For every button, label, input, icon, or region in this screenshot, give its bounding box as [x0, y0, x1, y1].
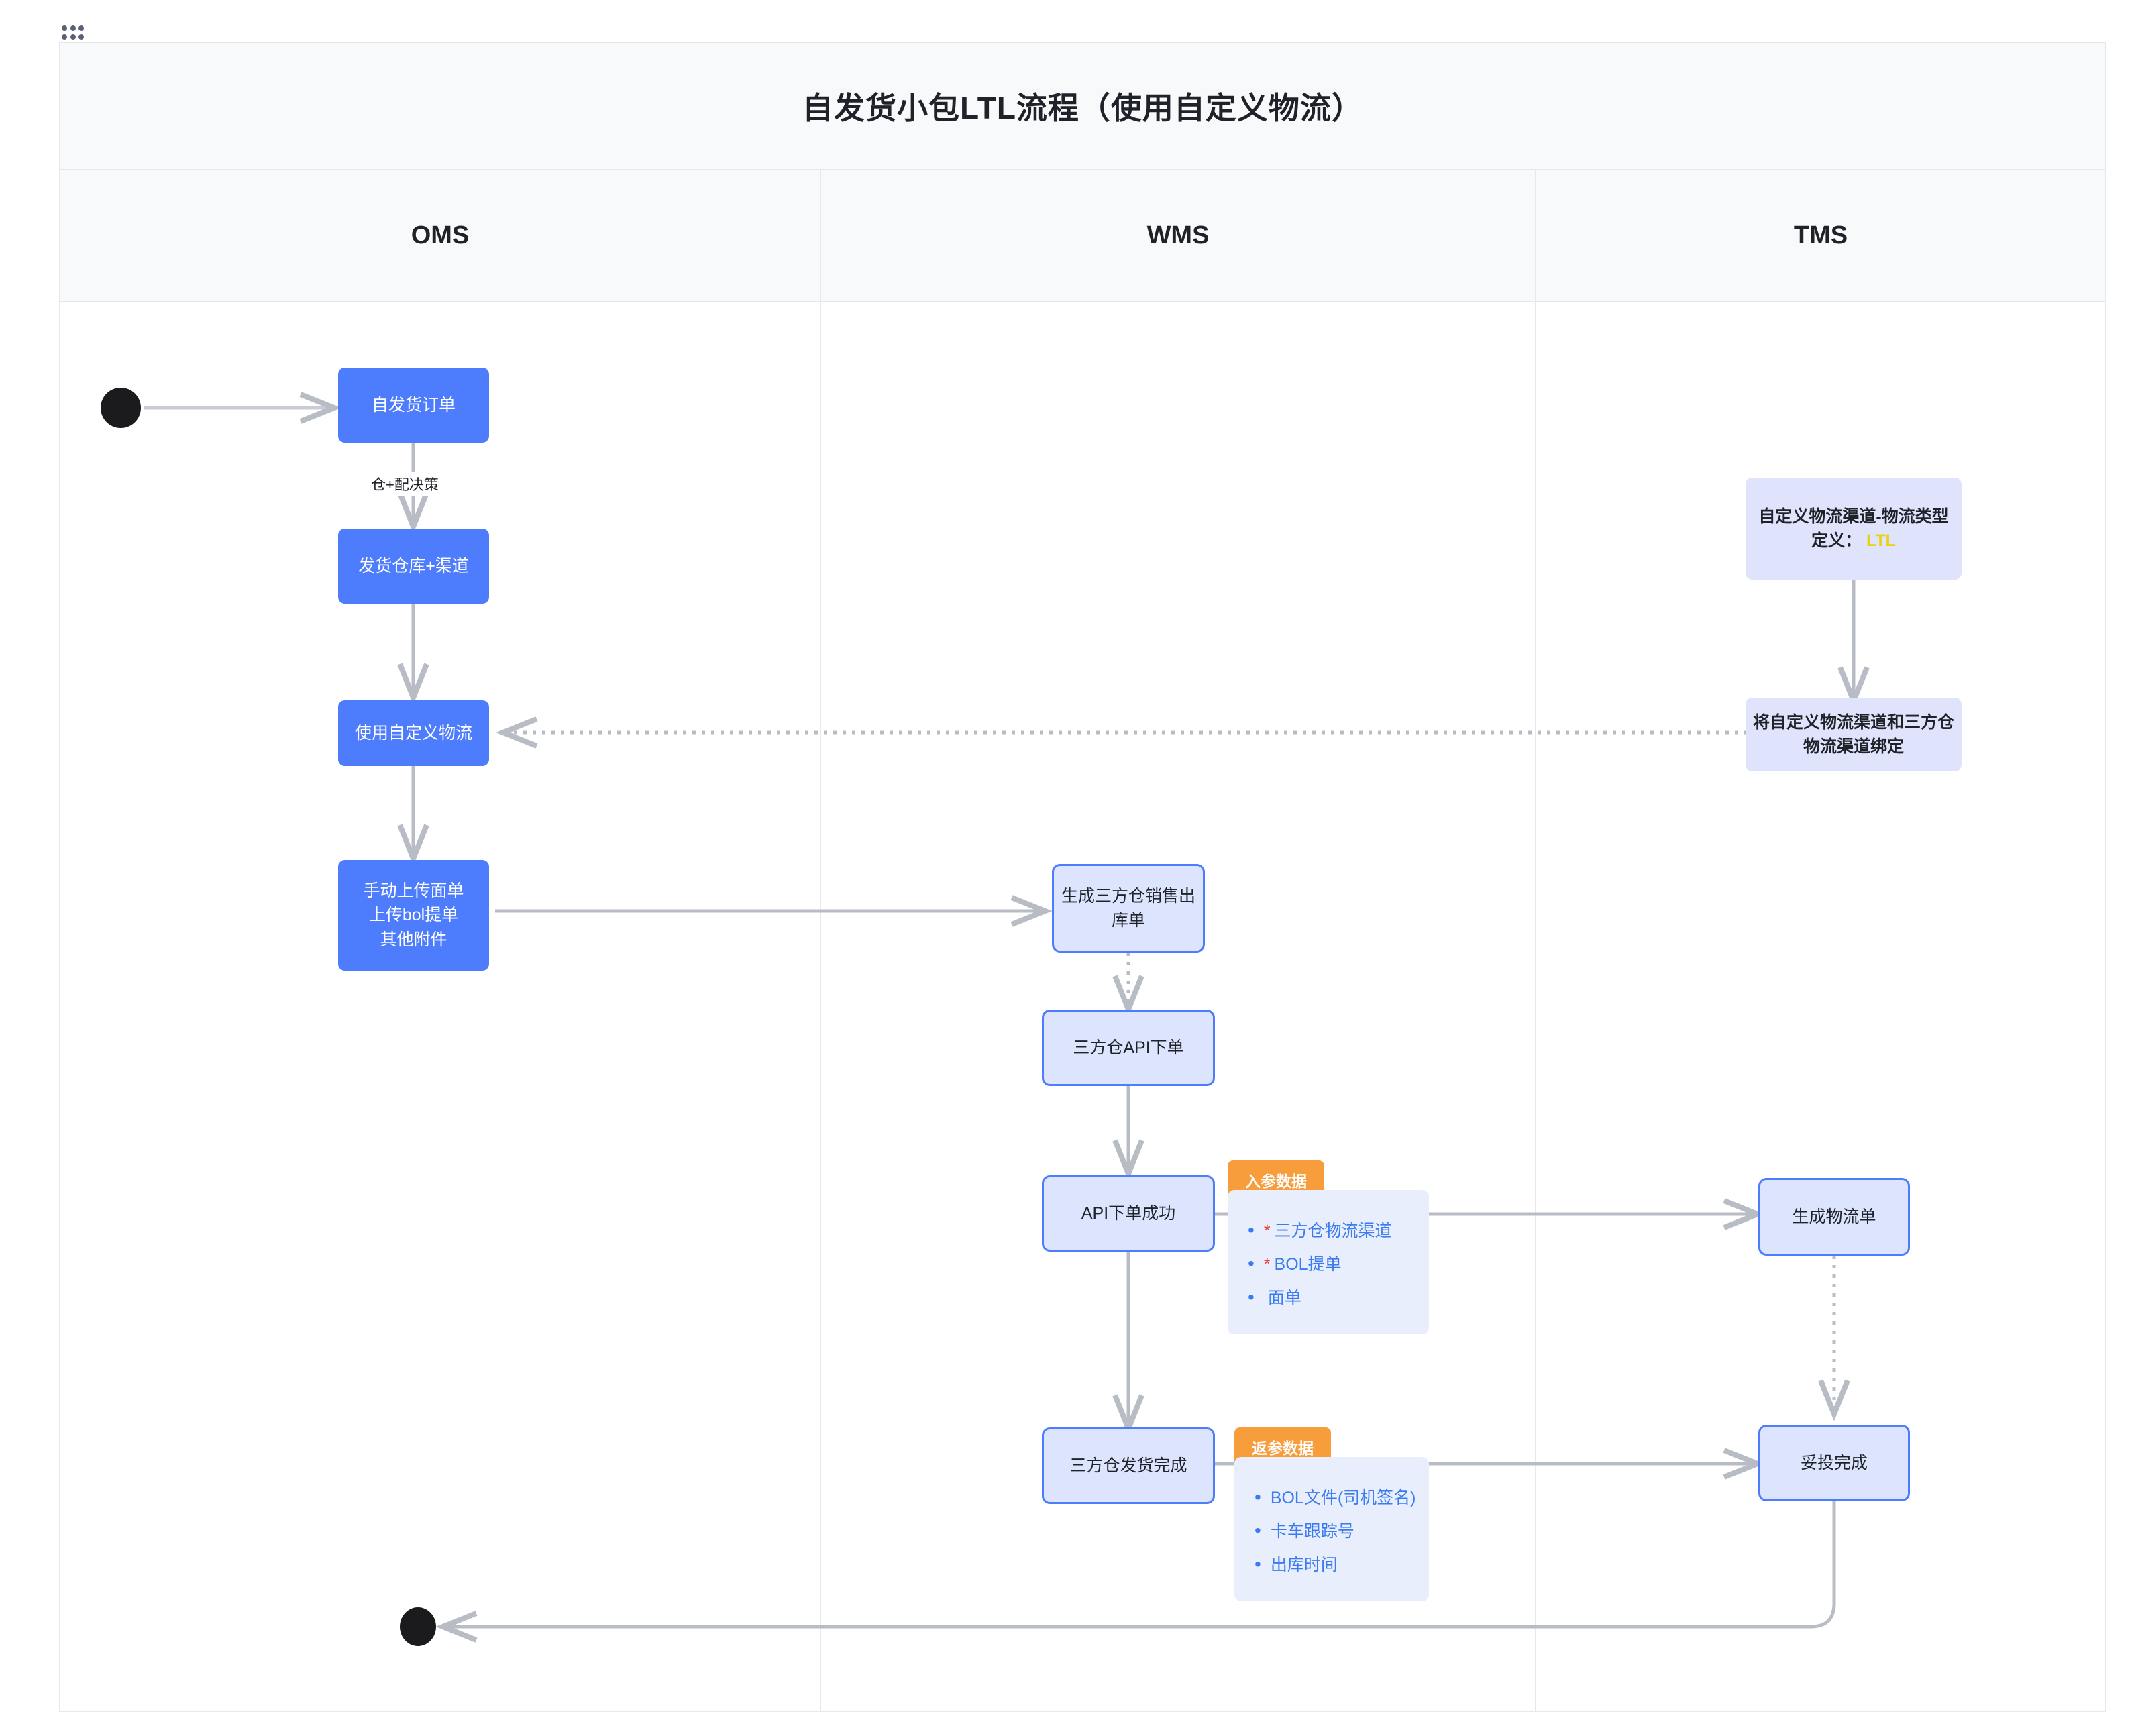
node-label: 使用自定义物流	[354, 723, 472, 743]
node-oms-self-ship-order[interactable]: 自发货订单	[338, 368, 489, 443]
node-label: 发货仓库+渠道	[358, 556, 469, 576]
node-label: API下单成功	[1081, 1203, 1176, 1223]
lane-header-tms: TMS	[1536, 170, 2105, 302]
required-mark: *	[1263, 1255, 1271, 1274]
bullet-icon: •	[1255, 1486, 1261, 1507]
list-item-label: 卡车跟踪号	[1270, 1522, 1354, 1541]
start-node	[101, 388, 141, 428]
node-label: 三方仓API下单	[1073, 1038, 1184, 1057]
node-wms-api-order-success[interactable]: API下单成功	[1042, 1175, 1215, 1252]
node-wms-api-place-order[interactable]: 三方仓API下单	[1042, 1010, 1215, 1086]
node-tms-delivered[interactable]: 妥投完成	[1758, 1425, 1910, 1501]
list-item-label: BOL提单	[1274, 1255, 1342, 1274]
lane-label-oms: OMS	[411, 221, 470, 250]
node-tms-bind-channels[interactable]: 将自定义物流渠道和三方仓 物流渠道绑定	[1746, 698, 1962, 771]
node-oms-manual-upload[interactable]: 手动上传面单 上传bol提单 其他附件	[338, 860, 489, 971]
callout-body: • BOL文件(司机签名) • 卡车跟踪号 • 出库时间	[1234, 1457, 1429, 1601]
lane-header-wms: WMS	[821, 170, 1535, 302]
node-label-line2: 库单	[1111, 911, 1145, 930]
lane-header-oms: OMS	[60, 170, 820, 302]
lane-divider-1	[820, 170, 821, 1711]
node-tms-create-shipment[interactable]: 生成物流单	[1758, 1178, 1910, 1256]
list-item: • 出库时间	[1255, 1555, 1409, 1574]
node-label-line1: 自定义物流渠道-物流类型	[1758, 506, 1949, 526]
end-node	[400, 1607, 436, 1646]
node-label: 生成物流单	[1792, 1207, 1876, 1226]
lane-label-tms: TMS	[1793, 221, 1848, 250]
edge-label-warehouse-decision: 仓+配决策	[366, 472, 444, 496]
node-label-line1: 将自定义物流渠道和三方仓	[1752, 712, 1954, 732]
list-item-label: 出库时间	[1270, 1556, 1338, 1574]
node-label-line1: 手动上传面单	[363, 881, 464, 901]
bullet-icon: •	[1255, 1554, 1261, 1574]
node-oms-custom-logistics[interactable]: 使用自定义物流	[338, 700, 489, 766]
page-title: 自发货小包LTL流程（使用自定义物流）	[802, 91, 1363, 125]
node-label-prefix: 定义：	[1811, 531, 1862, 550]
list-item: • * BOL提单	[1248, 1254, 1409, 1273]
list-item: • 卡车跟踪号	[1255, 1521, 1409, 1540]
list-item: • BOL文件(司机签名)	[1255, 1486, 1416, 1507]
diagram-title-bar: 自发货小包LTL流程（使用自定义物流）	[60, 43, 2105, 170]
lane-divider-2	[1535, 170, 1536, 1711]
lane-label-wms: WMS	[1146, 221, 1210, 250]
list-item-label: 三方仓物流渠道	[1274, 1222, 1392, 1240]
required-mark: *	[1263, 1222, 1271, 1240]
node-label-value-ltl: LTL	[1866, 531, 1896, 550]
node-label-line2: 物流渠道绑定	[1803, 737, 1904, 756]
node-oms-warehouse-channel[interactable]: 发货仓库+渠道	[338, 529, 489, 604]
list-item-label: BOL文件(司机签名)	[1270, 1488, 1416, 1507]
list-item-label: 面单	[1267, 1289, 1301, 1307]
bullet-icon: •	[1248, 1287, 1255, 1307]
bullet-icon: •	[1248, 1219, 1255, 1240]
callout-list: • BOL文件(司机签名) • 卡车跟踪号 • 出库时间	[1255, 1486, 1416, 1574]
node-label-line3: 其他附件	[380, 930, 447, 949]
node-label: 三方仓发货完成	[1069, 1456, 1187, 1475]
callout-list: • * 三方仓物流渠道 • * BOL提单 • 面单	[1248, 1221, 1409, 1307]
node-label-line2: 上传bol提单	[368, 906, 459, 925]
grid-dots-icon[interactable]	[62, 25, 85, 40]
node-label-line1: 生成三方仓销售出	[1061, 886, 1195, 906]
node-label: 妥投完成	[1800, 1453, 1868, 1472]
node-wms-shipment-complete[interactable]: 三方仓发货完成	[1042, 1427, 1215, 1504]
list-item: • * 三方仓物流渠道	[1248, 1221, 1409, 1240]
list-item: • 面单	[1248, 1288, 1409, 1307]
node-tms-channel-type-define[interactable]: 自定义物流渠道-物流类型 定义： LTL	[1746, 478, 1962, 580]
node-wms-create-outbound-order[interactable]: 生成三方仓销售出 库单	[1052, 864, 1205, 953]
bullet-icon: •	[1248, 1253, 1255, 1274]
node-label: 自发货订单	[371, 395, 456, 415]
node-label-line2: 定义： LTL	[1811, 529, 1896, 553]
callout-body: • * 三方仓物流渠道 • * BOL提单 • 面单	[1228, 1190, 1429, 1334]
bullet-icon: •	[1255, 1520, 1261, 1541]
